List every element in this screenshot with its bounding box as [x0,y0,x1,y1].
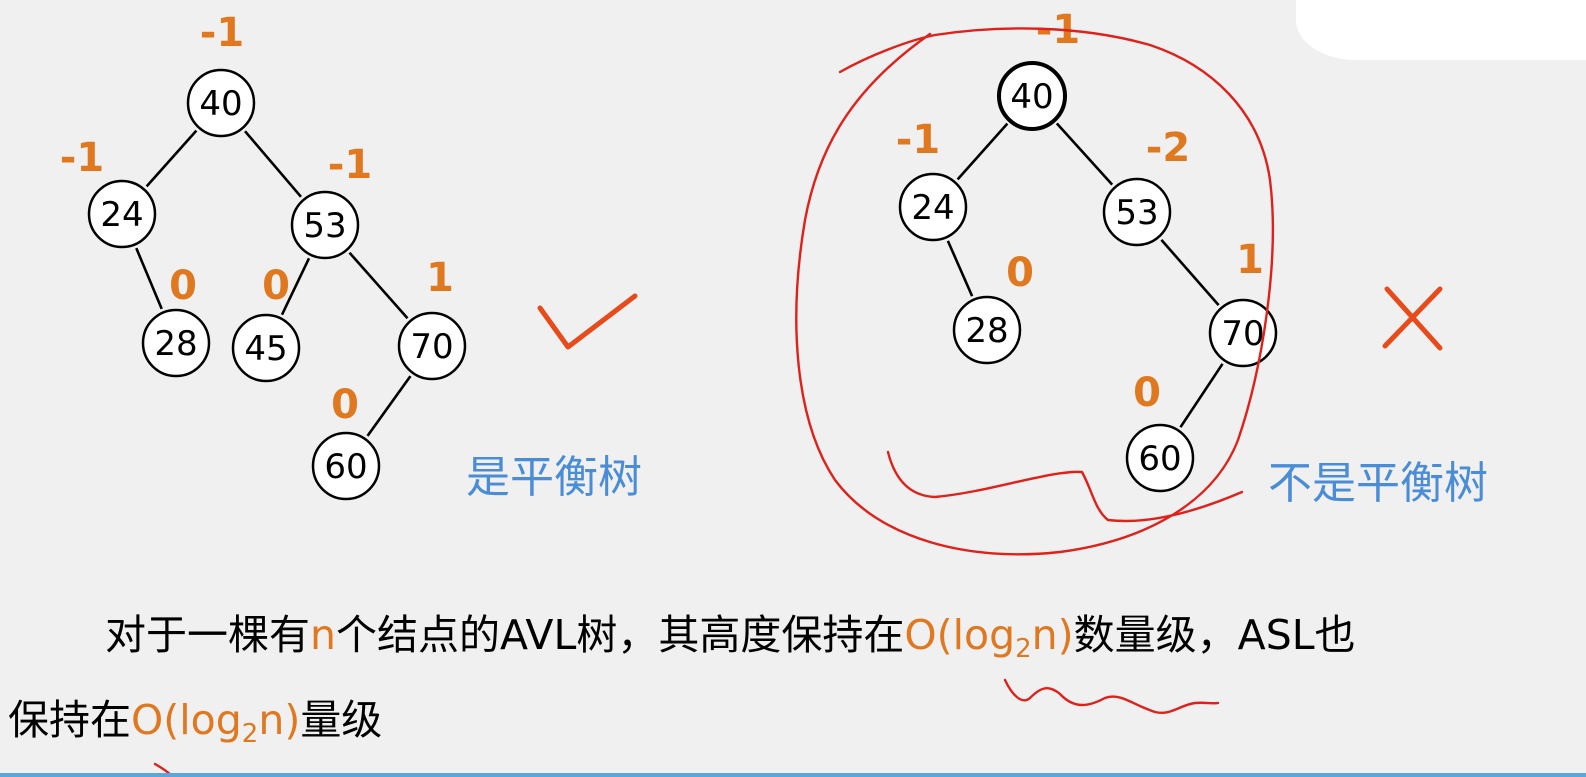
tree-node-60: 60 [1125,423,1195,493]
edge-40-53 [1055,122,1114,186]
node-label: 45 [244,329,287,369]
unbalanced-verdict-label: 不是平衡树 [1268,458,1488,509]
cross-icon [1382,286,1443,351]
tree-node-53: 53 [1102,177,1172,247]
edge-53-70 [1160,238,1220,307]
big-o-close: n) [1031,611,1074,659]
line2-post: 量级 [300,696,383,744]
line1-mid: 个结点的AVL树，其高度保持在 [336,611,905,659]
check-icon [537,293,638,350]
big-o-height: O(log2n) [904,611,1074,663]
tree-node-28: 28 [952,295,1022,365]
node-label: 24 [911,188,954,228]
edge-53-45 [280,257,311,316]
balance-factor-60: 0 [331,382,359,428]
balance-factor-24: -1 [60,135,104,181]
log-base: 2 [1015,634,1032,664]
edge-24-28 [135,247,163,310]
balanced-verdict-label: 是平衡树 [466,452,642,503]
node-circle [290,190,360,260]
annotation-underline-scribble [886,450,1244,523]
node-label: 24 [100,195,143,235]
edge-70-60 [366,375,412,437]
tree-node-28: 28 [141,308,211,378]
edge-70-60 [1179,363,1224,428]
slide-bottom-bar [0,773,1586,777]
annotation-under-big-o [1003,678,1220,715]
node-label: 53 [1115,193,1158,233]
balance-factor-28: 0 [1006,250,1034,296]
line2-pre: 保持在 [8,696,131,744]
big-o-open: O(log [131,696,242,744]
n-variable: n [310,611,336,659]
statement-line-1: 对于一棵有n个结点的AVL树，其高度保持在O(log2n)数量级，ASL也 [105,615,1356,663]
tree-node-24: 24 [87,179,157,249]
node-circle [952,295,1022,365]
balance-factor-70: 1 [1236,237,1264,283]
edge-40-24 [956,122,1009,181]
tree-node-53: 53 [290,190,360,260]
edge-53-70 [348,251,409,320]
balance-factor-53: -2 [1146,125,1190,171]
node-circle [87,179,157,249]
balance-factor-45: 0 [262,263,290,309]
line1-post: 数量级，ASL也 [1073,611,1356,659]
node-circle [898,172,968,242]
tree-node-40: 40 [186,68,256,138]
node-circle [141,308,211,378]
balance-factor-70: 1 [426,255,454,301]
tree-node-70: 70 [1208,298,1278,368]
log-base: 2 [241,719,259,749]
tree-node-45: 45 [231,313,301,383]
balance-factor-53: -1 [328,142,372,188]
node-circle [1102,177,1172,247]
statement-line-2: 保持在O(log2n)量级 [8,700,382,748]
edge-40-24 [145,129,198,188]
edge-40-53 [244,130,302,198]
node-label: 53 [303,206,346,246]
node-circle [231,313,301,383]
node-circle [397,311,467,381]
tree-node-70: 70 [397,311,467,381]
edge-24-28 [946,240,974,297]
node-circle [1208,298,1278,368]
balance-factor-40: -1 [200,10,244,56]
balanced-tree: 40 -1 24 -1 53 -1 28 0 45 0 70 1 60 0 [60,10,467,501]
node-label: 28 [965,311,1008,351]
node-label: 28 [154,324,197,364]
node-label: 60 [324,447,367,487]
node-label: 60 [1138,439,1181,479]
big-o-close: n) [258,696,301,744]
line1-pre: 对于一棵有 [105,611,310,659]
node-label: 40 [1010,77,1053,117]
tree-node-40: 40 [997,61,1067,131]
balance-factor-24: -1 [896,117,940,163]
node-label: 70 [410,327,453,367]
balance-factor-28: 0 [169,263,197,309]
corner-smudge [1296,0,1586,60]
tree-node-60: 60 [311,431,381,501]
node-circle [311,431,381,501]
node-circle [997,61,1067,131]
node-circle [1125,423,1195,493]
balance-factor-60: 0 [1133,370,1161,416]
big-o-open: O(log [904,611,1016,659]
node-circle [186,68,256,138]
annotation-circle [795,27,1274,556]
trees-layer: 40-124-153-128045070160040-124-153-22807… [60,7,1278,501]
tree-node-24: 24 [898,172,968,242]
node-label: 40 [199,84,242,124]
big-o-asl: O(log2n) [131,696,301,748]
node-label: 70 [1221,314,1264,354]
